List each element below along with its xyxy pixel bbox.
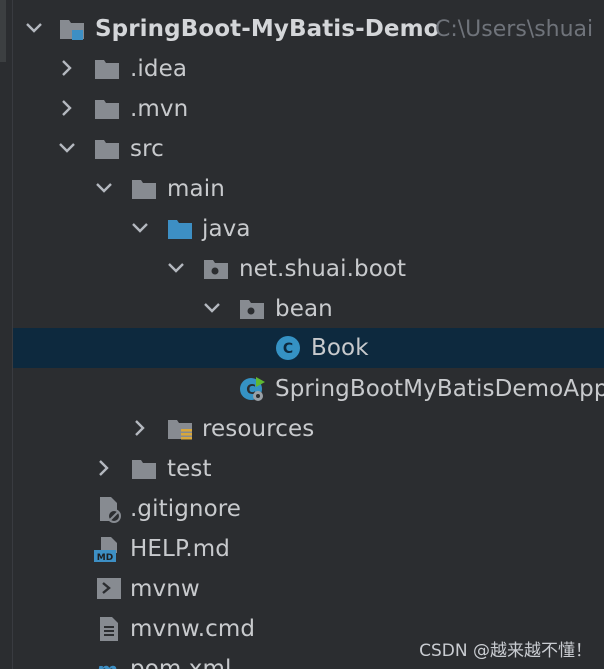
folder-icon: [132, 460, 156, 479]
tree-item-label: net.shuai.boot: [239, 256, 407, 282]
source-folder-icon: [168, 220, 192, 239]
tree-row-resources[interactable]: resources: [13, 409, 604, 449]
package-icon: [240, 300, 264, 319]
folder-icon: [95, 100, 119, 119]
resources-folder-icon: [168, 420, 192, 440]
folder-icon: [95, 140, 119, 159]
chevron-down-icon[interactable]: [165, 257, 187, 279]
tree-row-project-root[interactable]: SpringBoot-MyBatis-Demo C:\Users\shuai: [13, 9, 604, 49]
folder-icon: [95, 60, 119, 79]
tree-row-class-application[interactable]: C SpringBootMyBatisDemoApplication: [13, 369, 604, 409]
tree-item-label: mvnw.cmd: [130, 616, 256, 642]
tree-row-mvn[interactable]: .mvn: [13, 89, 604, 129]
tree-item-label: src: [130, 136, 164, 162]
tree-item-label: main: [167, 176, 225, 202]
tree-row-src[interactable]: src: [13, 129, 604, 169]
chevron-down-icon[interactable]: [201, 297, 223, 319]
tree-row-mvnw-cmd[interactable]: mvnw.cmd: [13, 609, 604, 649]
svg-text:C: C: [283, 341, 293, 357]
tree-item-label: mvnw: [130, 576, 200, 602]
tree-row-test[interactable]: test: [13, 449, 604, 489]
svg-text:MD: MD: [97, 553, 113, 563]
tree-item-label: test: [167, 456, 212, 482]
tree-item-label: HELP.md: [130, 536, 230, 562]
svg-text:C: C: [246, 383, 256, 398]
tool-window-gutter: [0, 0, 13, 669]
markdown-file-icon: MD: [94, 537, 117, 563]
chevron-down-icon[interactable]: [23, 17, 45, 39]
gutter-marker: [0, 0, 6, 62]
tree-item-label: .idea: [130, 56, 188, 82]
tree-row-class-book[interactable]: C Book: [13, 328, 604, 368]
tree-item-label: .mvn: [130, 96, 189, 122]
chevron-down-icon[interactable]: [56, 137, 78, 159]
tree-item-label: SpringBootMyBatisDemoApplication: [275, 376, 604, 402]
project-path: C:\Users\shuai: [435, 17, 594, 42]
tree-row-package-bean[interactable]: bean: [13, 289, 604, 329]
java-class-icon: C: [276, 336, 300, 360]
chevron-right-icon[interactable]: [93, 457, 115, 479]
ignored-file-icon: [100, 497, 121, 523]
tree-row-package-net-shuai-boot[interactable]: net.shuai.boot: [13, 249, 604, 289]
tree-row-pom-xml[interactable]: m pom.xml: [13, 649, 604, 669]
maven-file-icon: m: [97, 658, 118, 669]
tree-item-label: java: [202, 216, 251, 242]
tree-row-mvnw[interactable]: mvnw: [13, 569, 604, 609]
tree-row-main[interactable]: main: [13, 169, 604, 209]
text-file-icon: [100, 617, 118, 641]
chevron-right-icon[interactable]: [56, 57, 78, 79]
chevron-right-icon[interactable]: [56, 97, 78, 119]
tree-item-label: Book: [311, 335, 369, 361]
tree-item-label: resources: [202, 416, 315, 442]
tree-item-label: bean: [275, 296, 333, 322]
chevron-down-icon[interactable]: [129, 217, 151, 239]
svg-text:m: m: [97, 658, 118, 669]
tree-item-label: pom.xml: [130, 656, 232, 669]
tree-row-java[interactable]: java: [13, 209, 604, 249]
chevron-right-icon[interactable]: [129, 417, 151, 439]
module-folder-icon: [60, 20, 84, 40]
tree-row-help-md[interactable]: MD HELP.md: [13, 529, 604, 569]
spring-boot-application-icon: C: [240, 377, 265, 401]
project-name: SpringBoot-MyBatis-Demo: [95, 16, 440, 42]
watermark: CSDN @越来越不懂！: [419, 641, 592, 661]
tree-item-label: .gitignore: [130, 496, 242, 522]
chevron-down-icon[interactable]: [93, 177, 115, 199]
package-icon: [204, 260, 228, 279]
folder-icon: [132, 180, 156, 199]
tree-row-idea[interactable]: .idea: [13, 49, 604, 89]
shell-script-icon: [97, 578, 121, 599]
tree-row-gitignore[interactable]: .gitignore: [13, 489, 604, 529]
